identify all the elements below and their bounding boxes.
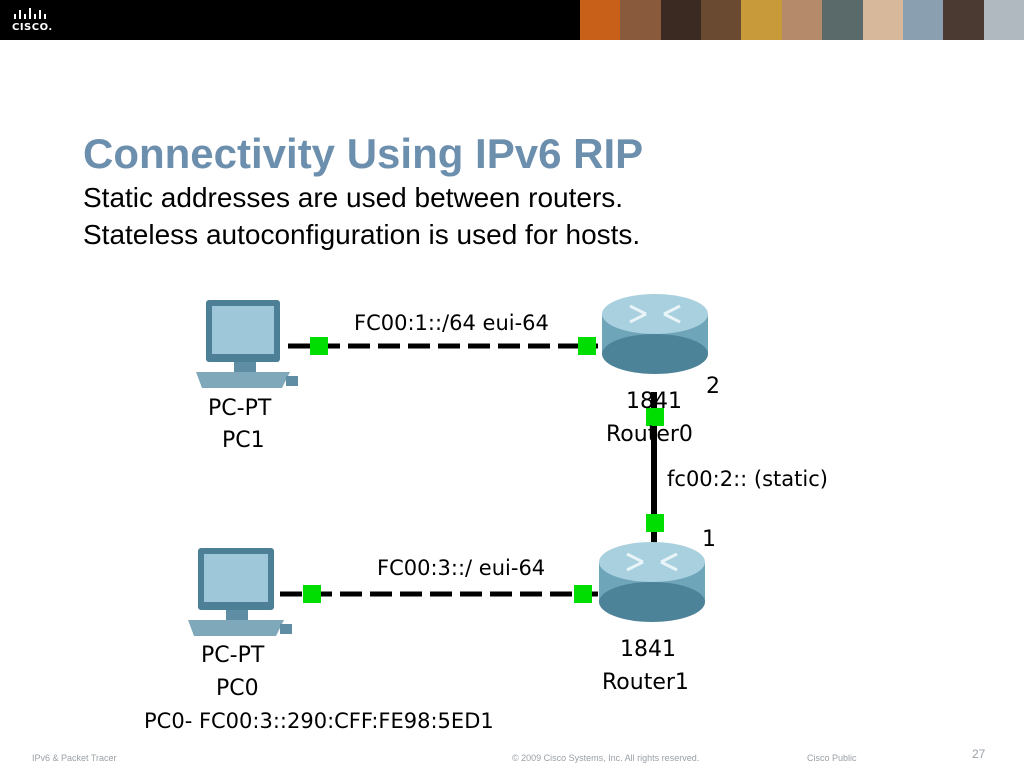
footer-classification: Cisco Public — [807, 753, 857, 763]
port-status-icon — [646, 408, 664, 426]
port-status-icon — [646, 514, 664, 532]
header-photo — [983, 0, 1024, 40]
page-number: 27 — [972, 747, 986, 761]
header-photo-strip — [580, 0, 1024, 40]
router0-name-label: Router0 — [606, 422, 693, 447]
router1-name-label: Router1 — [602, 670, 689, 695]
cisco-logo: CISCO. — [12, 7, 62, 35]
link-label-bg — [664, 464, 848, 492]
header-photo — [620, 0, 661, 40]
pc1-type-label: PC-PT — [208, 396, 272, 421]
router1-icon[interactable] — [599, 542, 705, 622]
pc0-address-bg — [140, 705, 540, 733]
pc0-name-label: PC0 — [216, 676, 259, 701]
pc0-icon[interactable] — [188, 548, 292, 636]
link-label-bg — [374, 553, 568, 581]
header-photo — [902, 0, 944, 40]
pc0-address-label: PC0- FC00:3::290:CFF:FE98:5ED1 — [144, 709, 494, 733]
pc1-icon[interactable] — [196, 300, 298, 388]
router0-interface-label: 2 — [706, 374, 720, 399]
link-label-bg — [350, 308, 574, 336]
footer-copyright: © 2009 Cisco Systems, Inc. All rights re… — [512, 753, 700, 763]
pc1-name-label: PC1 — [222, 428, 265, 453]
header-photo — [781, 0, 823, 40]
router1-interface-label: 1 — [702, 527, 716, 552]
cisco-logo-text: CISCO. — [12, 22, 53, 33]
header-photo — [580, 0, 621, 40]
router1-model-label: 1841 — [620, 637, 676, 662]
port-status-icon — [574, 585, 592, 603]
link-label-pc0-router1: FC00:3::/ eui-64 — [377, 556, 545, 580]
header-banner: CISCO. — [0, 0, 1024, 40]
link-label-pc1-router0: FC00:1::/64 eui-64 — [354, 311, 549, 335]
header-photo — [862, 0, 903, 40]
link-label-router0-router1: fc00:2:: (static) — [667, 467, 828, 491]
cisco-bridge-icon — [14, 8, 46, 19]
subtitle-line: Static addresses are used between router… — [83, 182, 624, 213]
port-status-icon — [303, 585, 321, 603]
router0-icon[interactable] — [602, 294, 708, 374]
header-photo — [660, 0, 702, 40]
port-status-icon — [578, 337, 596, 355]
slide-title: Connectivity Using IPv6 RIP — [83, 130, 644, 177]
header-photo — [822, 0, 863, 40]
port-status-icon — [310, 337, 328, 355]
subtitle-line: Stateless autoconfiguration is used for … — [83, 219, 641, 250]
footer-course-title: IPv6 & Packet Tracer — [32, 753, 117, 763]
router0-model-label: 1841 — [626, 389, 682, 414]
header-photo — [701, 0, 742, 40]
header-photo — [943, 0, 984, 40]
header-photo — [741, 0, 782, 40]
pc0-type-label: PC-PT — [201, 643, 265, 668]
